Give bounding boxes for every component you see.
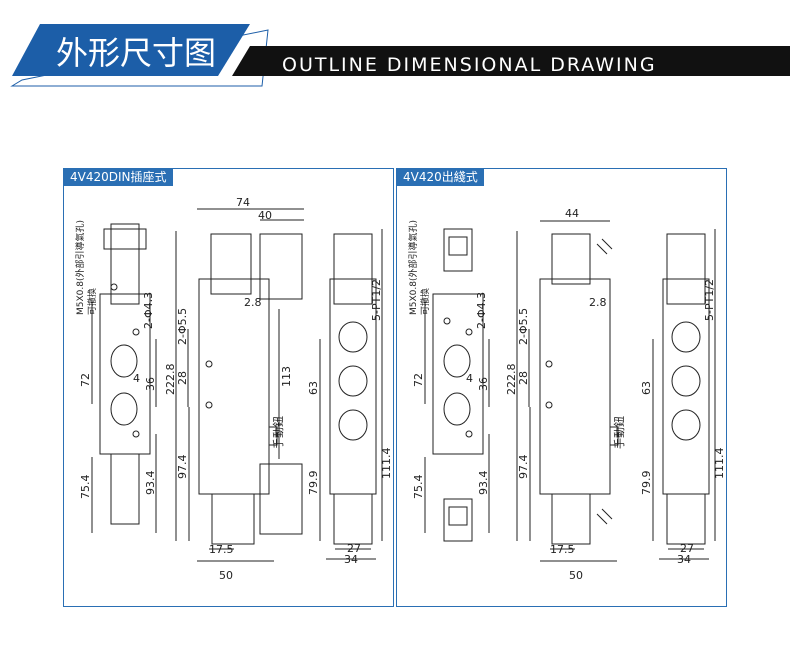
label-replaceable: 可撤換 (419, 288, 431, 315)
end-upper-coil (666, 233, 706, 305)
panel-tag: 4V420DIN插座式 (64, 169, 173, 186)
dim-50: 50 (569, 569, 583, 582)
dim-27: 27 (680, 542, 694, 555)
label-phi-4-3: 2-Φ4.3 (475, 292, 488, 329)
dim-79-9: 79.9 (307, 471, 320, 496)
page-header: 外形尺寸图 OUTLINE DIMENSIONAL DRAWING (0, 0, 790, 100)
dim-27: 27 (347, 542, 361, 555)
side-body (539, 278, 611, 495)
dim-4: 4 (133, 372, 140, 385)
header-title-cn: 外形尺寸图 (56, 34, 216, 72)
label-phi-4-3: 2-Φ4.3 (142, 292, 155, 329)
panel-tag: 4V420出綫式 (397, 169, 484, 186)
end-port-2 (338, 365, 368, 397)
label-pt-1-2: 5-PT1/2 (370, 279, 383, 321)
dim-36: 36 (144, 377, 157, 391)
dim-97-4: 97.4 (517, 455, 530, 480)
label-phi-5-5: 2-Φ5.5 (176, 308, 189, 345)
dim-4: 4 (466, 372, 473, 385)
front-port-1 (110, 344, 138, 378)
drawing-lead-wire: 44 2.8 4 50 17.5 27 34 72 75.4 36 93.4 2… (407, 207, 726, 582)
dim-72: 72 (412, 373, 425, 387)
dim-34: 34 (344, 553, 358, 566)
dim-2-8: 2.8 (589, 296, 607, 309)
dim-40: 40 (258, 209, 272, 222)
dim-75-4: 75.4 (79, 475, 92, 500)
header-title-en: OUTLINE DIMENSIONAL DRAWING (282, 54, 657, 76)
dim-2-8: 2.8 (244, 296, 262, 309)
dim-28: 28 (517, 371, 530, 385)
side-body (198, 278, 270, 495)
dim-17-5: 17.5 (209, 543, 234, 556)
label-manual-button: 手動鈕 (271, 416, 285, 449)
side-din-connector (259, 233, 303, 300)
front-port-2 (110, 392, 138, 426)
drawing-din-socket: 74 40 2.8 4 50 17.5 27 34 72 75.4 36 93.… (74, 196, 393, 582)
panel-din-socket: 4V420DIN插座式 (63, 168, 394, 607)
dim-75-4: 75.4 (412, 475, 425, 500)
dim-113: 113 (280, 366, 293, 387)
dim-222-8: 222.8 (505, 364, 518, 396)
dim-28: 28 (176, 371, 189, 385)
end-lower-coil (333, 493, 373, 545)
dim-93-4: 93.4 (144, 471, 157, 496)
dim-79-9: 79.9 (640, 471, 653, 496)
end-port-1 (671, 321, 701, 353)
front-upper-coil (110, 223, 140, 305)
header-graphic: 外形尺寸图 OUTLINE DIMENSIONAL DRAWING (10, 24, 790, 87)
end-port-3 (338, 409, 368, 441)
label-m5-pilot: M5X0.8(外部引導氣孔) (74, 220, 86, 315)
front-port-1 (443, 344, 471, 378)
dim-36: 36 (477, 377, 490, 391)
front-upper-socket (443, 228, 473, 272)
dim-111-4: 111.4 (713, 448, 726, 480)
label-m5-pilot: M5X0.8(外部引導氣孔) (407, 220, 419, 315)
header-outline-shape (10, 29, 269, 87)
dim-111-4: 111.4 (380, 448, 393, 480)
dim-17-5: 17.5 (550, 543, 575, 556)
dim-222-8: 222.8 (164, 364, 177, 396)
end-upper-coil (333, 233, 373, 305)
dim-50: 50 (219, 569, 233, 582)
header-title-shape (12, 24, 250, 76)
header-bar (232, 46, 790, 76)
dim-63: 63 (640, 381, 653, 395)
end-port-2 (671, 365, 701, 397)
dim-63: 63 (307, 381, 320, 395)
dim-97-4: 97.4 (176, 455, 189, 480)
label-phi-5-5: 2-Φ5.5 (517, 308, 530, 345)
side-lower-connector (259, 463, 303, 535)
side-upper-coil (551, 233, 591, 285)
end-lower-coil (666, 493, 706, 545)
side-lower-coil (551, 493, 591, 545)
side-upper-coil (210, 233, 252, 295)
dim-74: 74 (236, 196, 250, 209)
dim-72: 72 (79, 373, 92, 387)
label-manual-button: 手動鈕 (612, 416, 626, 449)
label-replaceable: 可撤換 (86, 288, 98, 315)
front-body (432, 293, 484, 455)
dim-34: 34 (677, 553, 691, 566)
panel-lead-wire: 4V420出綫式 (396, 168, 727, 607)
end-port-1 (338, 321, 368, 353)
end-port-3 (671, 409, 701, 441)
dim-93-4: 93.4 (477, 471, 490, 496)
front-lower-socket (443, 498, 473, 542)
side-lower-coil (211, 493, 255, 545)
label-pt-1-2: 5-PT1/2 (703, 279, 716, 321)
front-lower-coil (110, 453, 140, 525)
front-port-2 (443, 392, 471, 426)
dim-44: 44 (565, 207, 579, 220)
